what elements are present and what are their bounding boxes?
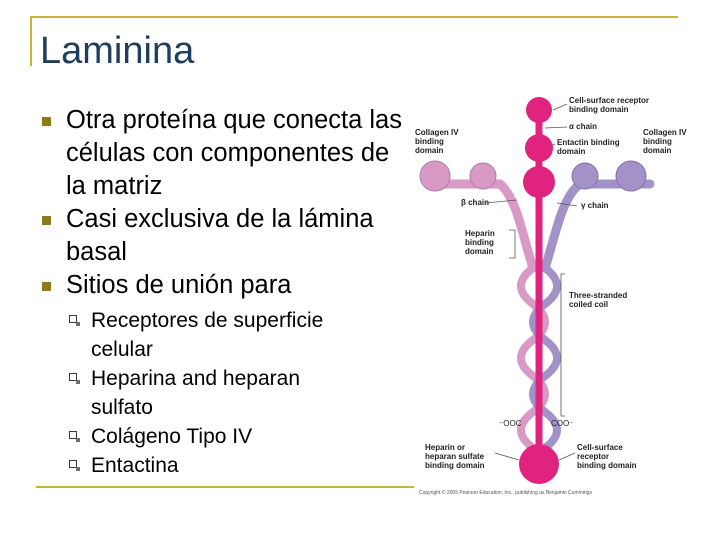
alpha-globule: [525, 134, 553, 162]
label-gamma-chain: γ chain: [581, 201, 609, 210]
beta-globule: [419, 160, 451, 192]
beta-chain-arm: [430, 179, 538, 273]
bullet-text: Otra proteína que conecta las células co…: [66, 106, 402, 200]
sub-bullet-item: Heparina and heparan sulfato: [36, 364, 416, 422]
bullet-item: Casi exclusiva de la lámina basal: [36, 203, 416, 269]
square-bullet-icon: [42, 117, 51, 126]
slide-frame-bottom-rule: [36, 486, 414, 488]
gamma-globule: [615, 160, 647, 192]
leader-line: [494, 452, 520, 461]
bullet-item: Otra proteína que conecta las células co…: [36, 104, 416, 203]
leader-line: [556, 202, 578, 207]
sub-bullet-item: Entactina: [36, 451, 416, 480]
slide-frame-top-rule: [30, 16, 678, 18]
leader-line: [550, 143, 556, 147]
sub-bullet-text: Receptores de superficie celular: [91, 309, 324, 361]
copyright-text: Copyright © 2005 Pearson Education, Inc.…: [419, 489, 592, 496]
bracket-coiled-coil: [560, 273, 565, 417]
sub-bullet-item: Colágeno Tipo IV: [36, 422, 416, 451]
label-alpha-chain: α chain: [569, 122, 597, 131]
bullet-text: Casi exclusiva de la lámina basal: [66, 205, 374, 266]
label-beta-chain: β chain: [461, 198, 489, 207]
slide-title: Laminina: [40, 30, 195, 72]
gamma-chain-arm: [540, 179, 655, 273]
square-bullet-icon: [42, 282, 51, 291]
leader-line: [484, 199, 518, 204]
leader-line: [544, 126, 568, 129]
alpha-globule: [523, 166, 555, 198]
sub-bullet-text: Entactina: [91, 454, 179, 477]
coiled-coil-strand-gamma: [529, 264, 561, 452]
bracket-heparin: [509, 229, 516, 259]
sub-bullet-text: Colágeno Tipo IV: [91, 425, 253, 448]
bullet-list: Otra proteína que conecta las células co…: [36, 104, 416, 480]
sub-bullet-text: Heparina and heparan sulfato: [91, 367, 300, 419]
square-bullet-icon: [42, 216, 51, 225]
bullet-text: Sitios de unión para: [66, 271, 292, 299]
gamma-globule: [571, 162, 599, 190]
alpha-g-domain-globule: [519, 444, 559, 484]
bullet-item: Sitios de unión para: [36, 269, 416, 302]
slide-frame-left-rule: [30, 16, 32, 66]
sub-bullet-item: Receptores de superficie celular: [36, 306, 416, 364]
leader-line: [558, 452, 576, 461]
alpha-top-globule: [526, 97, 552, 123]
label-ooc: ⁻OOC: [499, 419, 522, 428]
hollow-square-bullet-icon: [69, 460, 80, 471]
leader-line: [552, 103, 568, 111]
hollow-square-bullet-icon: [69, 315, 80, 326]
beta-globule: [469, 162, 497, 190]
hollow-square-bullet-icon: [69, 373, 80, 384]
label-coo: COO⁻: [551, 419, 573, 428]
coiled-coil-strand-beta: [517, 264, 549, 452]
hollow-square-bullet-icon: [69, 431, 80, 442]
